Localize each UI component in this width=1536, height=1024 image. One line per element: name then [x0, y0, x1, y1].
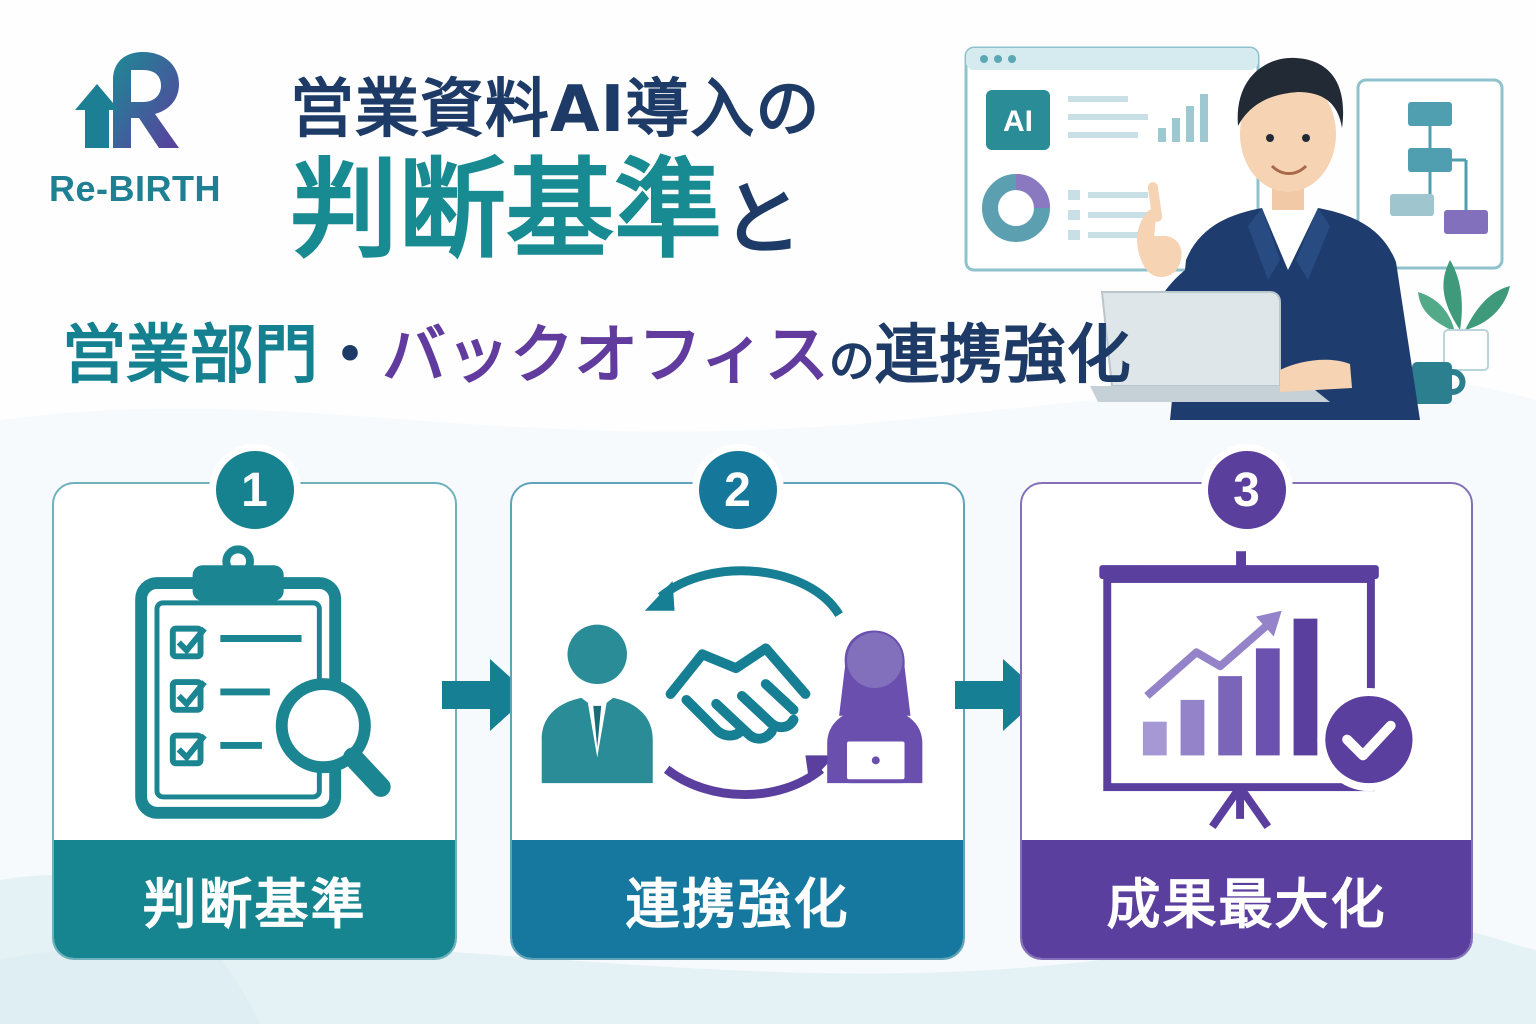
- headline-sales-dept: 営業部門: [62, 319, 318, 393]
- headline-line-1: 営業資料AI導入の: [290, 73, 821, 147]
- step-card-3: 3 成果最大化: [1020, 444, 1473, 960]
- arrow-right-icon: [442, 659, 530, 731]
- logo: Re-BIRTH: [30, 40, 240, 220]
- step-card-1: 1 判断基準: [52, 444, 457, 960]
- growth-chart-check-icon: [1099, 551, 1421, 830]
- flowchart-panel-icon: [1356, 78, 1504, 270]
- step-label: 成果最大化: [1022, 840, 1471, 958]
- laptop-icon: [1090, 291, 1352, 402]
- rebirth-r-arrow-logo: [75, 52, 179, 148]
- step-number-badge: 3: [1200, 444, 1293, 536]
- headline-back-office: バックオフィス: [382, 319, 829, 393]
- step-number-badge: 1: [208, 444, 301, 536]
- headline-collaboration: 連携強化: [874, 319, 1131, 393]
- headline-conjunction: と: [722, 173, 803, 266]
- clipboard-checklist-magnifier-icon: [135, 545, 391, 819]
- dashboard-ai-badge: AI: [1003, 105, 1033, 138]
- step-label: 判断基準: [54, 840, 455, 958]
- dashboard-panel-icon: AI: [964, 46, 1260, 272]
- business-woman-icon: [827, 630, 923, 784]
- step-card-2: 2 連携強化: [510, 444, 965, 960]
- handshake-collaboration-icon: [541, 566, 923, 800]
- headline-criteria: 判断基準: [290, 148, 723, 273]
- business-man-icon: [541, 624, 653, 784]
- mug-icon: [1412, 362, 1466, 404]
- step-number-badge: 2: [691, 444, 784, 536]
- headline-separator: ・: [318, 319, 382, 393]
- headline-line-3: 営業部門・バックオフィスの連携強化: [62, 304, 1131, 396]
- presenter-illustration: AI: [964, 46, 1510, 420]
- headline-particle: の: [828, 334, 875, 388]
- plant-icon: [1418, 260, 1510, 371]
- headline-line-2: 判断基準と: [290, 151, 803, 271]
- logo-text: Re-BIRTH: [49, 168, 221, 209]
- step-label: 連携強化: [512, 840, 963, 958]
